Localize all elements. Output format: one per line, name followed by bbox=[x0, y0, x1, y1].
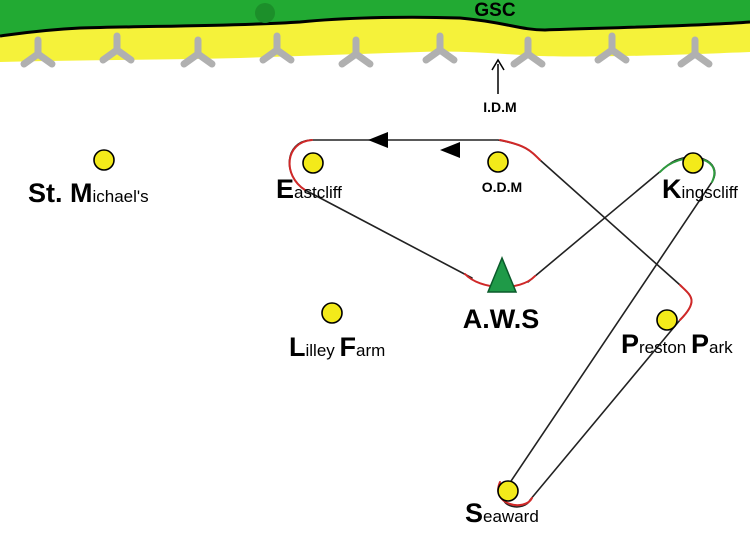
label-idm: I.D.M bbox=[483, 99, 516, 115]
route-red-preston bbox=[679, 284, 693, 321]
label-odm: O.D.M bbox=[482, 179, 522, 195]
mark-odm bbox=[487, 151, 509, 173]
mark-seaward bbox=[497, 480, 519, 502]
mark-st-michaels bbox=[93, 149, 115, 171]
mark-eastcliff bbox=[302, 152, 324, 174]
groyne-icon bbox=[677, 36, 713, 68]
label-st-michaels: St. Michael's bbox=[28, 178, 149, 208]
grass-dot bbox=[255, 3, 275, 23]
groyne-icon bbox=[20, 36, 56, 68]
label-kingscliff: Kingscliff bbox=[662, 174, 738, 204]
grass-shore bbox=[0, 0, 750, 36]
groyne-arm bbox=[436, 46, 458, 64]
groyne-icon bbox=[180, 36, 216, 68]
groyne-icon bbox=[259, 32, 295, 64]
aws-triangle-icon bbox=[486, 256, 518, 293]
route-red-eastcliff bbox=[288, 139, 313, 191]
label-gsc: GSC bbox=[474, 0, 515, 21]
groyne-icon bbox=[99, 32, 135, 64]
shoreline bbox=[0, 15, 750, 38]
groyne-arm bbox=[524, 50, 546, 68]
groyne-icon bbox=[338, 36, 374, 68]
groyne-arm bbox=[608, 46, 630, 64]
arrow-up-icon bbox=[491, 58, 505, 71]
label-eastcliff: Eastcliff bbox=[276, 174, 342, 204]
groyne-arm bbox=[34, 50, 56, 68]
groyne-arm bbox=[113, 46, 135, 64]
mark-lilley-farm bbox=[321, 302, 343, 324]
label-aws: A.W.S bbox=[463, 304, 540, 334]
groynes bbox=[20, 32, 713, 68]
groyne-arm bbox=[194, 50, 216, 68]
route-red-odm bbox=[499, 139, 541, 161]
arrow-left-icon bbox=[440, 142, 460, 158]
groyne-icon bbox=[594, 32, 630, 64]
groyne-icon bbox=[510, 36, 546, 68]
sand-beach bbox=[0, 17, 750, 62]
mark-kingscliff bbox=[682, 152, 704, 174]
groyne-arm bbox=[352, 50, 374, 68]
label-preston-park: Preston Park bbox=[621, 329, 733, 359]
label-seaward: Seaward bbox=[465, 498, 539, 528]
mark-preston-park bbox=[656, 309, 678, 331]
groyne-arm bbox=[691, 50, 713, 68]
groyne-arm bbox=[273, 46, 295, 64]
groyne-icon bbox=[422, 32, 458, 64]
label-lilley-farm: Lilley Farm bbox=[289, 332, 385, 362]
arrow-left-icon bbox=[368, 132, 388, 148]
